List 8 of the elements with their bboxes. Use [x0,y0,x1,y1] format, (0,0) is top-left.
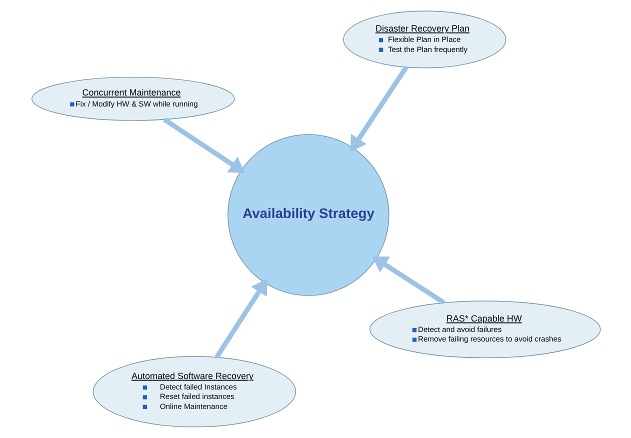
node-ellipse: Disaster Recovery Plan Flexible Plan in Place Test the Plan frequently [342,10,506,68]
arrow [372,256,445,305]
arrow [214,278,267,359]
node-ellipse: Concurrent Maintenance Fix / Modify HW & SW while running [31,76,234,121]
arrow [350,66,408,152]
arrow [162,117,245,174]
node-ellipse: Automated Software Recovery Detect failed Instances Reset failed instances Online Maintenance [92,356,296,428]
node-ellipse: RAS* Capable HW Detect and avoid failures Remove failing resources to avoid crashes [369,300,600,358]
